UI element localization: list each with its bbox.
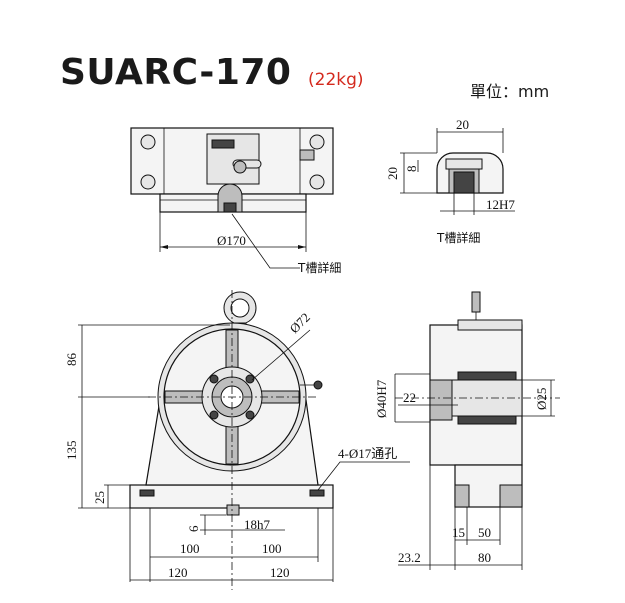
dim-hole-left: 100 [180, 541, 200, 556]
dim-diameter-170: Ø170 [217, 233, 246, 248]
model-title: SUARC-170 [60, 52, 292, 93]
dim-key-offset: 15 [452, 525, 465, 540]
dim-bore: Ø40H7 [374, 379, 389, 418]
dim-center-height: 135 [64, 441, 79, 461]
dim-through: Ø25 [534, 388, 549, 410]
dim-key-depth: 6 [186, 525, 201, 532]
dim-key-width: 18h7 [244, 517, 271, 532]
unit-label: 單位：mm [470, 82, 550, 101]
tslot-caption: T槽詳細 [436, 230, 480, 245]
tslot-detail [400, 128, 515, 215]
side-view [394, 291, 560, 570]
top-view [130, 127, 334, 269]
weight-label: (22kg) [308, 70, 364, 90]
dim-base-height: 25 [92, 491, 107, 504]
dim-bore-depth: 22 [403, 390, 416, 405]
dim-base-right: 120 [270, 565, 290, 580]
dim-tslot-height: 20 [385, 167, 400, 180]
callout-tslot: T槽詳細 [297, 260, 341, 275]
dim-tslot-width: 20 [456, 117, 469, 132]
dim-tslot-slot: 12H7 [486, 197, 515, 212]
dim-hole-right: 100 [262, 541, 282, 556]
callout-holes: 4-Ø17通孔 [338, 446, 397, 461]
dim-key-pitch: 50 [478, 525, 491, 540]
dim-offset: 23.2 [398, 550, 421, 565]
dim-base-left: 120 [168, 565, 188, 580]
front-view [78, 290, 410, 590]
dim-pcd-72: Ø72 [287, 310, 313, 336]
dim-upper-height: 86 [64, 353, 79, 367]
dim-tslot-depth: 8 [404, 166, 419, 173]
dim-total: 80 [478, 550, 491, 565]
